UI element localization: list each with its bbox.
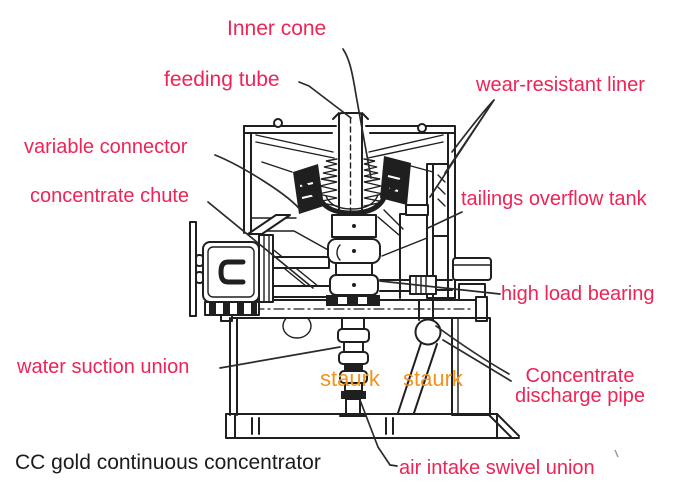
label-feeding-tube: feeding tube [164,68,280,91]
motor-drawing [189,214,342,317]
inner-cone-drawing [261,156,434,216]
tailings-channel [426,163,456,299]
leader-inner-cone [342,48,372,179]
label-concentrate-discharge-pipe: Concentrate discharge pipe [514,365,646,407]
watermark-staurk-1: staurk [320,366,380,391]
label-high-load-bearing: high load bearing [501,283,655,305]
leader-concentrate-discharge-pipe [435,325,512,382]
discharge-pipe-drawing [397,299,442,414]
feeding-tube-drawing [332,112,369,215]
label-wear-resistant-liner: wear-resistant liner [476,74,645,96]
leader-air-intake-swivel-union [359,399,398,467]
label-variable-connector: variable connector [24,136,188,158]
label-water-suction-union: water suction union [17,356,190,378]
label-air-intake-swivel-union: air intake swivel union [399,457,595,479]
base-frame [225,413,520,439]
leader-water-suction-union [219,346,341,369]
leader-wear-resistant-liner [429,99,495,198]
label-concentrate-chute: concentrate chute [30,185,189,207]
drive-shaft-stack [326,214,381,306]
label-inner-cone: Inner cone [227,17,327,40]
suction-union-stack [337,317,370,417]
label-tailings-overflow-tank: tailings overflow tank [461,188,647,210]
leader-tailings-overflow-tank [427,211,463,229]
leader-variable-connector [214,154,303,213]
scan-artifact-tick [614,449,619,458]
leader-concentrate-chute [207,201,314,289]
leader-high-load-bearing [379,280,501,295]
watermark-staurk-2: staurk [403,366,463,391]
figure-caption: CC gold continuous concentrator [15,451,321,474]
leader-feeding-tube [298,81,352,119]
